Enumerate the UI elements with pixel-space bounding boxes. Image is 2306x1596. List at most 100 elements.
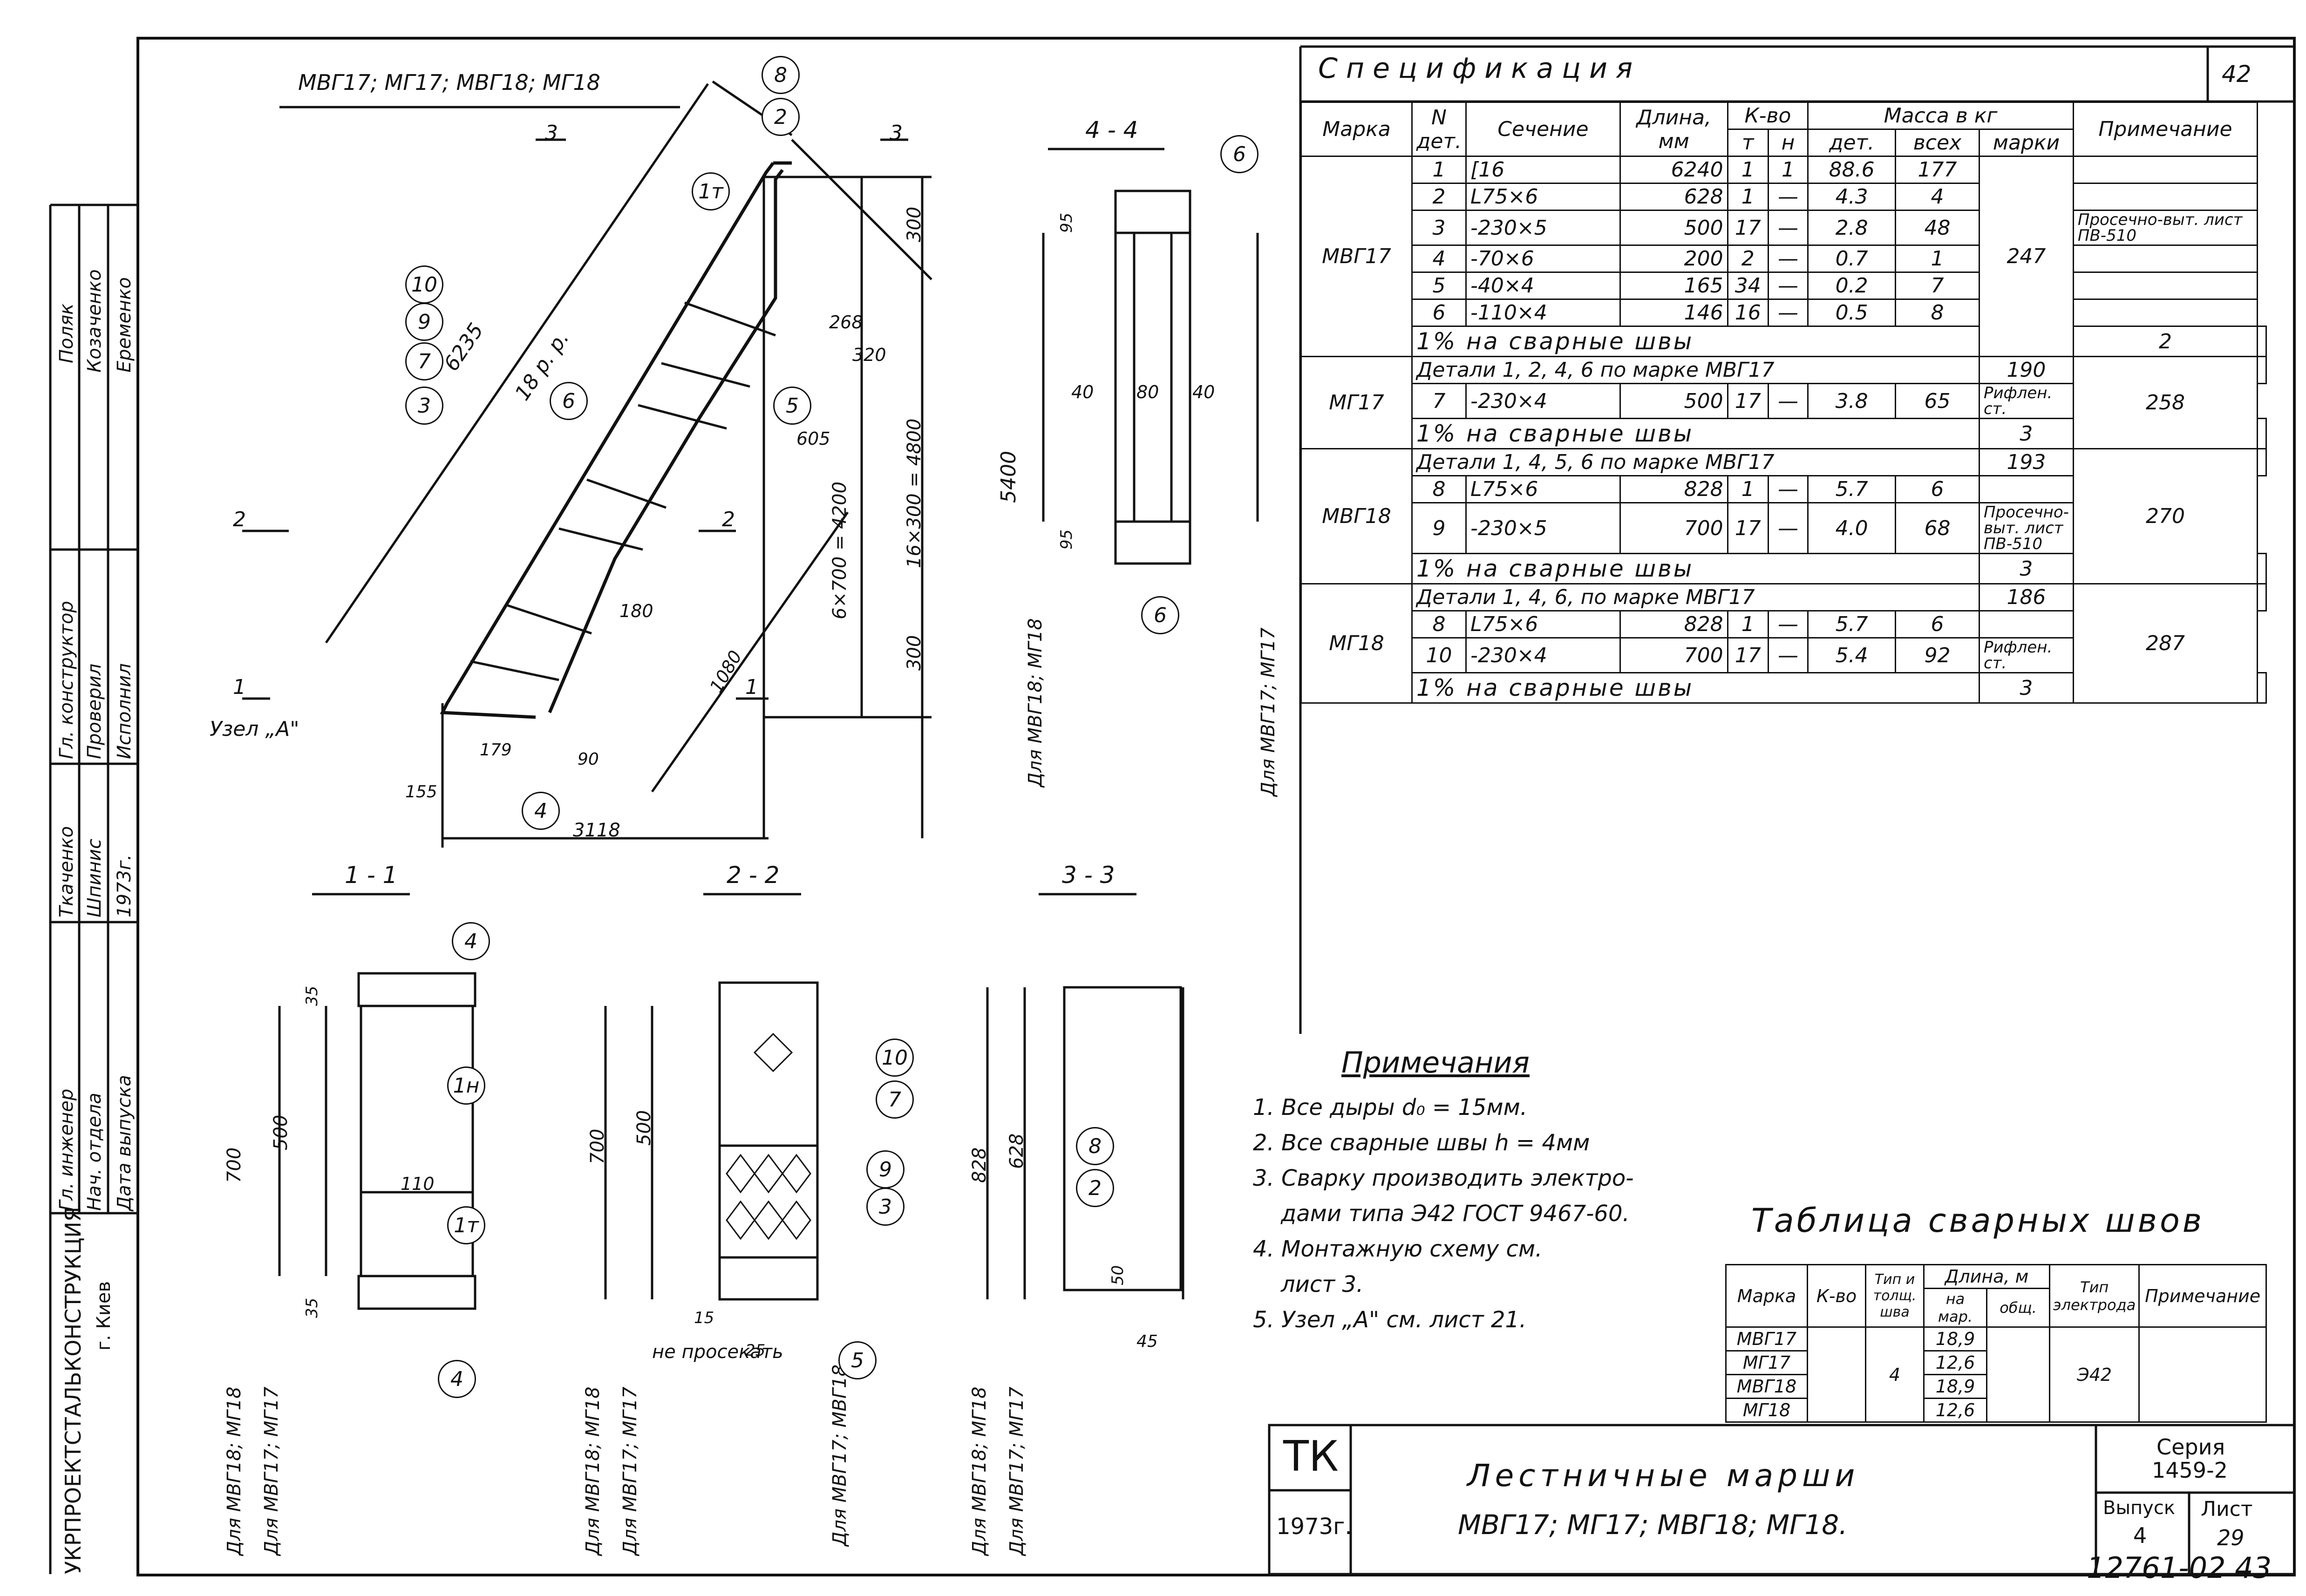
spec-col-mass: Масса в кг bbox=[1807, 102, 2074, 130]
callout-1t-top: 1т bbox=[692, 172, 730, 211]
spec-lead-mass: 190 bbox=[1978, 356, 2074, 384]
spec-weld-mass: 3 bbox=[1978, 672, 2074, 704]
note-4-cont: лист 3. bbox=[1281, 1271, 1364, 1297]
spec-note bbox=[2072, 272, 2258, 300]
stamp-name-polyak: Поляк bbox=[56, 303, 77, 363]
title-line-1: Лестничные марши bbox=[1467, 1458, 1860, 1494]
spec-section: L75×6 bbox=[1465, 183, 1621, 211]
note-4: 4. Монтажную схему см. bbox=[1253, 1236, 1543, 1262]
spec-mass-det: 5.7 bbox=[1807, 610, 1897, 638]
weld-table-title: Таблица сварных швов bbox=[1751, 1202, 2205, 1240]
spec-note-empty bbox=[2257, 418, 2267, 449]
weld-length: 12,6 bbox=[1923, 1398, 1987, 1423]
s44-dim-80: 80 bbox=[1136, 382, 1159, 402]
spec-section: -40×4 bbox=[1465, 272, 1621, 300]
spec-lead-text: Детали 1, 2, 4, 6 по марке МВГ17 bbox=[1411, 356, 1980, 384]
callout-1t-s11: 1т bbox=[447, 1206, 485, 1244]
spec-length: 500 bbox=[1619, 383, 1728, 419]
stamp-name-shpinis: Шпинис bbox=[84, 838, 105, 917]
spec-qty-t: 1 bbox=[1727, 183, 1769, 211]
spec-length: 828 bbox=[1619, 610, 1728, 638]
callout-7-s22: 7 bbox=[876, 1080, 914, 1119]
s22-label-mvg17-mvg18: Для МВГ17; МВГ18 bbox=[829, 1364, 850, 1546]
spec-section: -110×4 bbox=[1465, 299, 1621, 327]
spec-note-empty bbox=[2257, 672, 2267, 704]
s22-not-cut: не просекать bbox=[652, 1341, 783, 1363]
spec-col-mark: Марка bbox=[1300, 102, 1413, 157]
spec-qty-n: 1 bbox=[1767, 156, 1809, 184]
s33-dim-45: 45 bbox=[1136, 1332, 1158, 1351]
stamp-role-dept-head: Нач. отдела bbox=[84, 1093, 105, 1211]
spec-note bbox=[2072, 299, 2258, 327]
section-mark-3-left: 3 bbox=[545, 121, 558, 145]
section-mark-2-left: 2 bbox=[233, 508, 246, 531]
spec-length: 500 bbox=[1619, 210, 1728, 246]
stamp-city: г. Киев bbox=[93, 1281, 115, 1351]
s11-label-mvg17: Для МВГ17; МГ17 bbox=[261, 1386, 282, 1555]
weld-type: 4 bbox=[1865, 1326, 1925, 1423]
section-mark-1-left: 1 bbox=[233, 675, 246, 699]
weld-col-electrode: Тип электрода bbox=[2048, 1264, 2140, 1328]
node-label: Узел „А" bbox=[210, 717, 299, 741]
spec-col-qty: К-во bbox=[1727, 102, 1809, 130]
callout-2-top: 2 bbox=[762, 98, 800, 136]
series-value: 1459-2 bbox=[2152, 1458, 2228, 1483]
stamp-name-tkachenko: Ткаченко bbox=[56, 826, 77, 917]
spec-length: 146 bbox=[1619, 299, 1728, 327]
callout-10-s22: 10 bbox=[876, 1039, 914, 1077]
s44-dim-95-bottom: 95 bbox=[1057, 529, 1076, 550]
weld-mark: МВГ18 bbox=[1725, 1374, 1808, 1399]
s22-label-mvg18: Для МВГ18; МГ18 bbox=[582, 1386, 604, 1555]
weld-header-row-1: Марка К-во Тип и толщ. шва Длина, м Тип … bbox=[1725, 1264, 2267, 1328]
spec-note-empty bbox=[2257, 448, 2267, 476]
spec-det-no: 5 bbox=[1411, 272, 1467, 300]
spec-length: 628 bbox=[1619, 183, 1728, 211]
s33-dim-628: 628 bbox=[1006, 1133, 1027, 1169]
weld-col-type: Тип и толщ. шва bbox=[1865, 1264, 1925, 1328]
spec-weld-text: 1% на сварные швы bbox=[1411, 418, 1980, 449]
stamp-role-chief-designer: Гл. конструктор bbox=[56, 601, 77, 759]
weld-mark: МГ17 bbox=[1725, 1350, 1808, 1375]
spec-lead-mass: 193 bbox=[1978, 448, 2074, 476]
spec-col-mass-det: дет. bbox=[1807, 129, 1897, 157]
weld-col-qty: К-во bbox=[1807, 1264, 1866, 1328]
note-3-cont: дами типа Э42 ГОСТ 9467-60. bbox=[1281, 1201, 1630, 1227]
spec-note-empty bbox=[2257, 583, 2267, 611]
spec-weld-text: 1% на сварные швы bbox=[1411, 553, 1980, 584]
spec-mass-all: 68 bbox=[1895, 502, 1980, 554]
note-5: 5. Узел „А" см. лист 21. bbox=[1253, 1307, 1527, 1333]
dim-90: 90 bbox=[578, 750, 599, 769]
s44-dim-95-top: 95 bbox=[1057, 212, 1076, 233]
spec-qty-n: — bbox=[1767, 475, 1809, 503]
spec-qty-t: 17 bbox=[1727, 210, 1769, 246]
spec-qty-t: 1 bbox=[1727, 475, 1769, 503]
spec-note: Рифлен. ст. bbox=[1978, 383, 2074, 419]
spec-det-no: 6 bbox=[1411, 299, 1467, 327]
spec-length: 165 bbox=[1619, 272, 1728, 300]
spec-weld-mass: 2 bbox=[2072, 326, 2258, 357]
callout-6-s44-bottom: 6 bbox=[1141, 596, 1179, 634]
spec-det-no: 7 bbox=[1411, 383, 1467, 419]
s33-label-mvg17: Для МВГ17; МГ17 bbox=[1006, 1386, 1027, 1555]
dim-300-bottom: 300 bbox=[904, 635, 925, 671]
callout-1n: 1н bbox=[447, 1066, 485, 1105]
weld-length: 18,9 bbox=[1923, 1374, 1987, 1399]
weld-electrode: Э42 bbox=[2048, 1326, 2140, 1423]
spec-qty-n: — bbox=[1767, 272, 1809, 300]
s22-dim-25: 25 bbox=[745, 1341, 766, 1360]
spec-mass-all: 177 bbox=[1895, 156, 1980, 184]
spec-note bbox=[2072, 183, 2258, 211]
spec-note bbox=[1978, 610, 2074, 638]
spec-qty-t: 17 bbox=[1727, 383, 1769, 419]
callout-5-s22: 5 bbox=[838, 1341, 877, 1379]
spec-note-empty bbox=[2257, 553, 2267, 584]
s33-dim-50: 50 bbox=[1109, 1265, 1127, 1285]
dim-179: 179 bbox=[480, 740, 512, 760]
spec-col-length: Длина,мм bbox=[1619, 102, 1728, 157]
